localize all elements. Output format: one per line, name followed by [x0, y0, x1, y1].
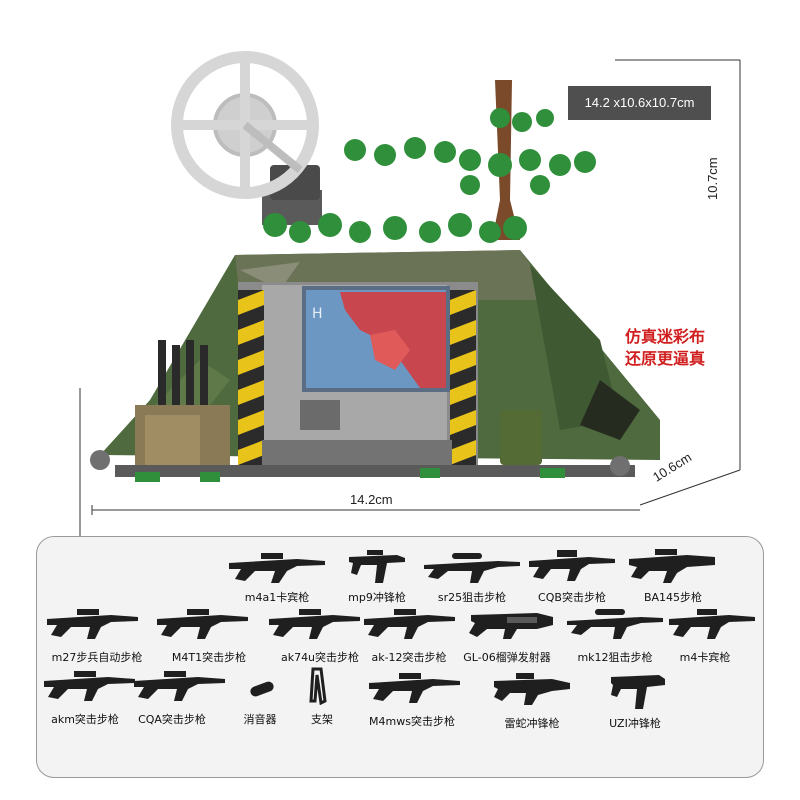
rifle-icon: [669, 609, 755, 639]
weapon-label: CQA突击步枪: [138, 713, 206, 726]
svg-text:H: H: [312, 306, 323, 322]
smg-icon: [349, 550, 405, 583]
rifle-icon: [364, 609, 455, 639]
weapon-label: m4卡宾枪: [679, 651, 731, 664]
weapon-label: akm突击步枪: [51, 713, 119, 726]
sniper-rifle-icon: [424, 553, 520, 583]
rifle-icon: [229, 553, 325, 583]
weapon-label: mk12狙击步枪: [577, 651, 653, 664]
weapon-label: M4mws突击步枪: [369, 715, 455, 728]
smg-icon: [494, 673, 570, 705]
weapon-label: GL-06榴弹发射器: [463, 651, 551, 664]
weapon-label: m4a1卡宾枪: [244, 591, 310, 604]
rifle-icon: [629, 549, 715, 583]
sniper-rifle-icon: [567, 609, 663, 639]
rifle-icon: [47, 609, 138, 639]
rifle-icon: [44, 671, 135, 701]
height-dimension-label: 10.7cm: [705, 157, 720, 200]
rifle-icon: [529, 550, 615, 581]
feature-line-1: 仿真迷彩布: [625, 327, 706, 346]
weapon-label: ak74u突击步枪: [280, 651, 360, 664]
weapon-label: sr25狙击步枪: [437, 591, 507, 604]
weapon-accessories-panel: m4a1卡宾枪 mp9冲锋枪 sr25狙击步枪 CQB突击步枪 BA145步枪 …: [36, 536, 764, 778]
width-dimension-label: 14.2cm: [350, 492, 393, 507]
smg-icon: [611, 675, 665, 709]
dimensions-badge: 14.2 x10.6x10.7cm: [568, 86, 711, 120]
weapon-label: 支架: [311, 713, 333, 726]
bipod-icon: [309, 667, 327, 705]
rifle-icon: [269, 609, 360, 639]
weapon-label: 雷蛇冲锋枪: [504, 717, 560, 730]
rifle-icon: [369, 673, 460, 703]
weapon-label: m27步兵自动步枪: [51, 651, 143, 664]
rifle-icon: [134, 671, 225, 701]
bunker-model-illustration: H: [79, 51, 741, 540]
weapon-label: UZI冲锋枪: [609, 717, 661, 730]
silencer-icon: [250, 681, 274, 697]
weapon-label: 消音器: [243, 713, 277, 726]
weapon-label: ak-12突击步枪: [371, 651, 447, 664]
weapon-label: BA145步枪: [643, 591, 703, 604]
camo-feature-callout: 仿真迷彩布 还原更逼真: [625, 326, 705, 370]
feature-line-2: 还原更逼真: [625, 349, 706, 368]
weapon-label: CQB突击步枪: [538, 591, 606, 604]
weapon-label: mp9冲锋枪: [348, 591, 406, 604]
rifle-icon: [157, 609, 248, 639]
grenade-launcher-icon: [469, 613, 553, 639]
weapon-label: M4T1突击步枪: [171, 651, 247, 664]
dimension-lines: [79, 59, 741, 540]
